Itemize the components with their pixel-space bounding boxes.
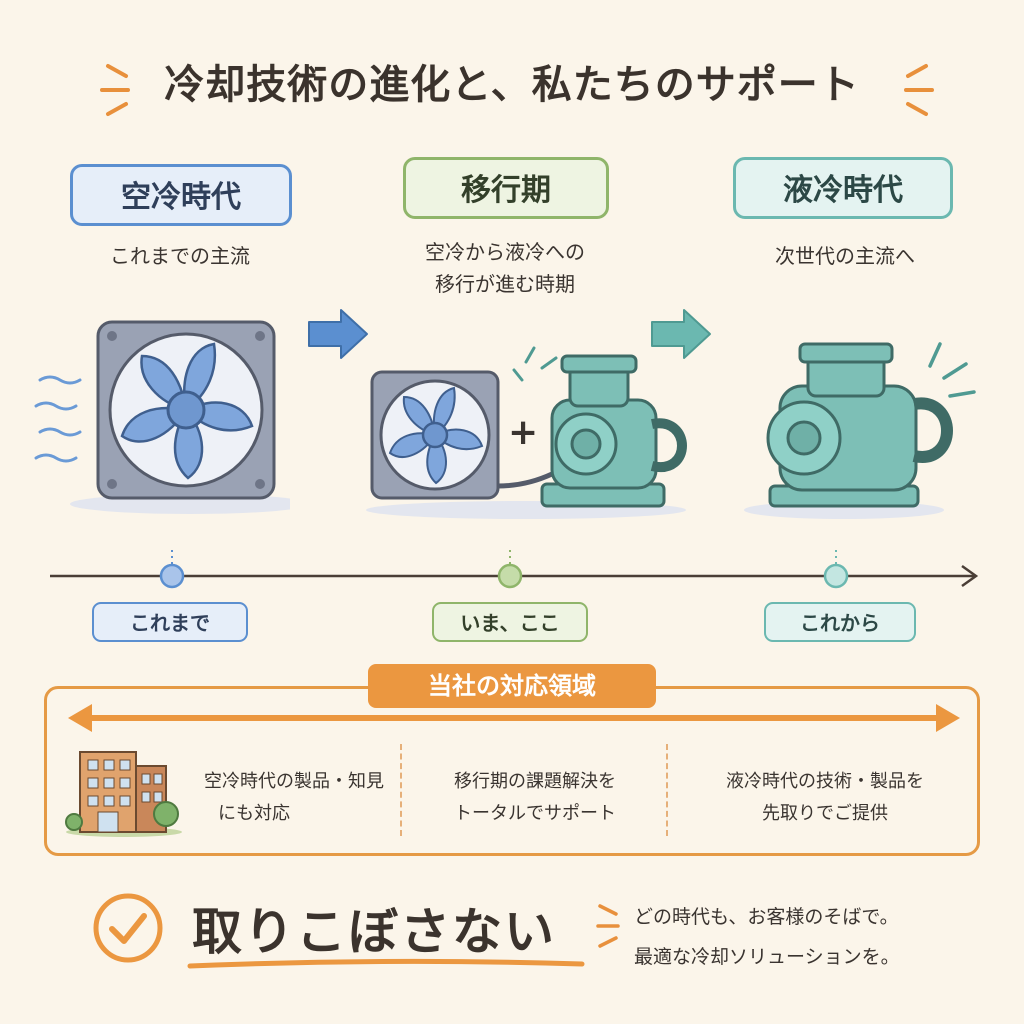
closing-line-1: どの時代も、お客様のそばで。 — [634, 906, 899, 928]
divider — [400, 744, 402, 836]
liquid-cooling-pump-icon — [744, 342, 976, 519]
arrow-right-icon — [308, 309, 368, 359]
chip-now: いま、ここ — [432, 602, 588, 642]
support-col-2-line2: トータルでサポート — [454, 803, 616, 824]
cooling-fan-icon — [34, 320, 290, 514]
transition-fan-pump-icon — [366, 346, 687, 519]
slogan-sparks — [596, 904, 620, 948]
check-circle-icon — [93, 893, 163, 963]
timeline-node-past — [159, 563, 185, 589]
support-col-1-line2: にも対応 — [218, 803, 290, 824]
support-area-title: 当社の対応領域 — [368, 664, 656, 708]
title-sparks-right — [904, 64, 934, 116]
timeline-node-future — [823, 563, 849, 589]
divider — [666, 744, 668, 836]
support-col-3-line2: 先取りでご提供 — [762, 803, 888, 824]
timeline-axis — [50, 550, 979, 589]
chip-past: これまで — [92, 602, 248, 642]
era-label-air-cooling: 空冷時代 — [70, 164, 292, 226]
slogan: 取りこぼさない — [192, 903, 556, 961]
era-desc-liquid-cooling: 次世代の主流へ — [775, 244, 915, 268]
support-col-1-line1: 空冷時代の製品・知見 — [204, 771, 384, 792]
era-desc-air-cooling: これまでの主流 — [110, 244, 250, 268]
era-desc-transition-line1: 空冷から液冷への — [425, 240, 585, 264]
slogan-underline — [187, 958, 585, 969]
double-arrow-icon — [68, 704, 960, 732]
page-title: 冷却技術の進化と、私たちのサポート — [164, 62, 860, 108]
office-building-icon — [65, 751, 182, 837]
era-label-transition: 移行期 — [403, 157, 609, 219]
chip-future: これから — [764, 602, 916, 642]
plus-symbol: + — [508, 412, 539, 453]
title-sparks-left — [100, 64, 130, 116]
era-desc-transition-line2: 移行が進む時期 — [435, 272, 575, 296]
timeline-node-now — [497, 563, 523, 589]
era-label-liquid-cooling: 液冷時代 — [733, 157, 953, 219]
support-col-3-line1: 液冷時代の技術・製品を — [726, 771, 924, 792]
arrow-right-icon — [651, 309, 711, 359]
closing-line-2: 最適な冷却ソリューションを。 — [634, 946, 900, 968]
support-col-2-line1: 移行期の課題解決を — [454, 771, 616, 792]
